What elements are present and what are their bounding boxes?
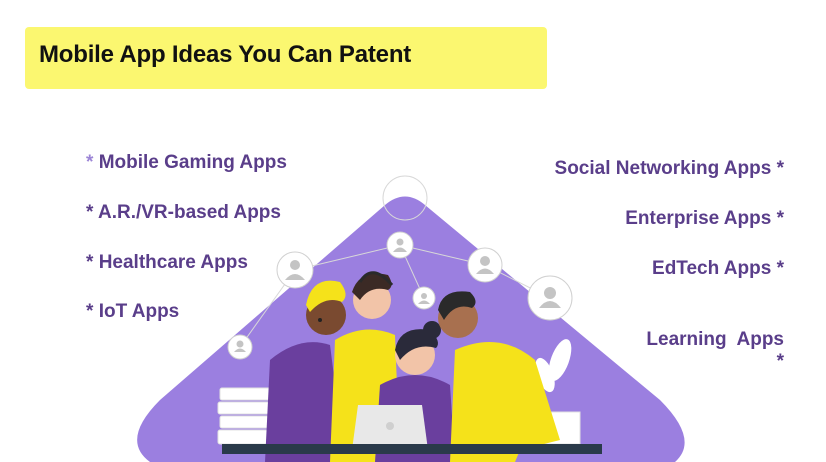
list-item-right: Social Networking Apps *	[554, 158, 784, 179]
user-node-icon	[527, 275, 573, 321]
page-title: Mobile App Ideas You Can Patent	[39, 41, 412, 68]
laptop	[352, 405, 428, 450]
user-node-icon	[412, 286, 436, 310]
user-node-icon	[467, 247, 503, 283]
desk	[222, 444, 602, 454]
user-node-icon	[227, 334, 253, 360]
list-item-left: * Healthcare Apps	[86, 252, 248, 273]
user-node-icon	[386, 231, 414, 259]
empty-node	[382, 175, 428, 221]
list-item-left: * A.R./VR-based Apps	[86, 202, 281, 223]
person-4	[438, 291, 560, 462]
list-item-right: Enterprise Apps *	[625, 208, 784, 229]
title-banner: Mobile App Ideas You Can Patent	[25, 27, 547, 89]
user-node-icon	[276, 251, 314, 289]
list-item-right: Learning Apps *	[646, 329, 784, 372]
person-1	[265, 280, 346, 462]
paper-stack	[217, 387, 281, 445]
list-item-left: * IoT Apps	[86, 301, 180, 322]
list-item-right: EdTech Apps *	[652, 258, 784, 279]
list-item-left: * Mobile Gaming Apps	[86, 152, 287, 173]
